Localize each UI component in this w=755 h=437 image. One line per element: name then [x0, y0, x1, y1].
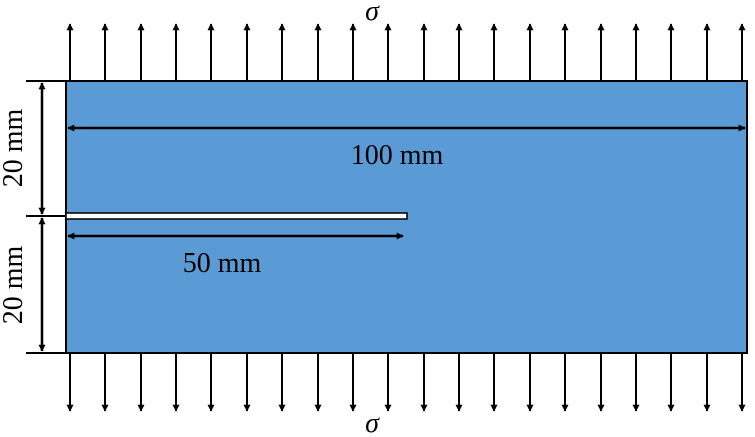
bottom-load-arrows [66, 353, 746, 412]
top-load-arrows [66, 23, 746, 81]
crack-label: 50 mm [183, 248, 262, 279]
width-label: 100 mm [351, 140, 444, 171]
crack [65, 212, 408, 220]
stress-label-top: σ [365, 0, 380, 27]
upper-height-label: 20 mm [0, 109, 29, 188]
lower-height-label: 20 mm [0, 246, 29, 325]
stress-label-bottom: σ [365, 408, 380, 437]
